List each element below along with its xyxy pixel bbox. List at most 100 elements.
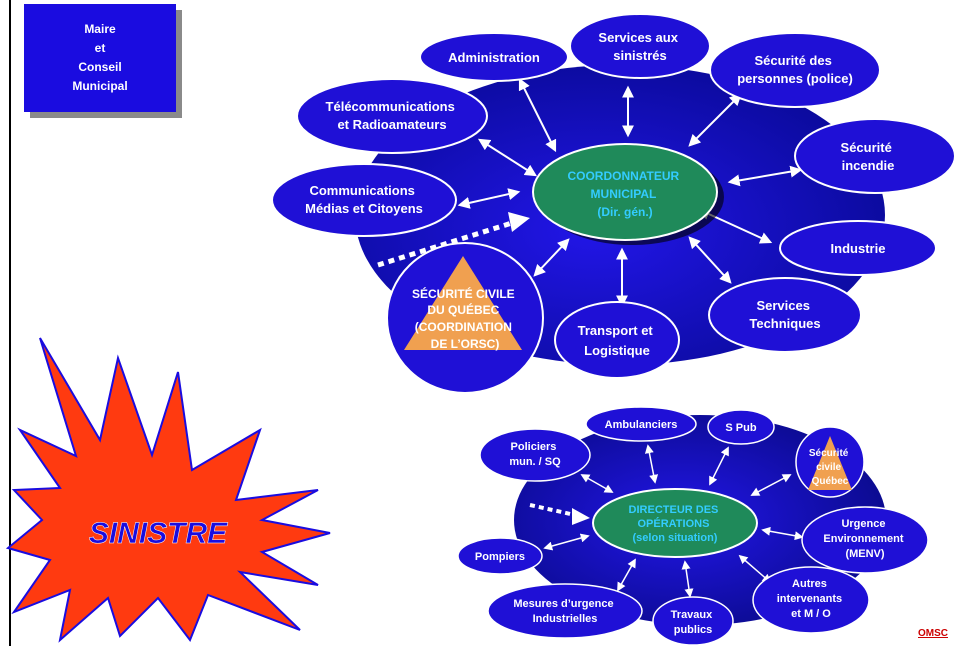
arrow-travaux <box>681 560 694 598</box>
svg-text:Autres intervenants et: Autres intervenants et M / O <box>777 578 845 620</box>
arrow-services-techniques <box>688 236 732 284</box>
services-sinistres-node <box>569 13 711 79</box>
svg-text:Policiers mun. / SQ: Policiers mun. / SQ <box>509 441 561 468</box>
coordonnateur-line3: (Dir. gén.) <box>597 205 652 219</box>
services-sinistres-line1: Services aux <box>598 30 678 45</box>
sinistre-label: SINISTRE <box>89 517 228 550</box>
securite-civile-line2: DU QUÉBEC <box>427 302 499 317</box>
spub-node <box>707 409 775 445</box>
services-techniques-line1: Services <box>756 298 810 313</box>
coordonnateur-node <box>532 143 718 241</box>
coordonnateur-line2: MUNICIPAL <box>591 187 657 201</box>
arrow-securite-incendie <box>727 165 803 187</box>
svg-text:S Pub: S Pub <box>725 422 756 434</box>
svg-text:Pompiers: Pompiers <box>475 551 525 563</box>
securite-civile-small-line3: Québec <box>812 476 849 487</box>
securite-personnes-node <box>709 32 881 108</box>
svg-text:Services aux sinistrés: Services aux sinistrés <box>598 30 681 63</box>
top-arrows <box>457 77 803 308</box>
bottom-dotted-arrow <box>529 503 576 517</box>
securite-civile-small-triangle <box>808 436 852 490</box>
travaux-line2: publics <box>674 624 713 636</box>
autres-line1: Autres <box>792 578 827 590</box>
securite-personnes-line1: Sécurité des <box>755 53 832 68</box>
autres-node <box>752 566 870 634</box>
autres-line3: et M / O <box>791 608 831 620</box>
telecom-line2: et Radioamateurs <box>337 117 446 132</box>
svg-text:Télécommunications et Radi: Télécommunications et Radioamateurs <box>326 99 459 132</box>
securite-incendie-node <box>794 118 956 194</box>
svg-text:Sécurité des personnes (po: Sécurité des personnes (police) <box>737 53 853 86</box>
omsc-link[interactable]: OMSC <box>918 628 948 639</box>
municipal-label: Municipal <box>72 79 128 93</box>
services-techniques-node <box>708 277 862 353</box>
communications-node <box>271 163 457 237</box>
svg-text:Mesures d’urgence Industri: Mesures d’urgence Industrielles <box>513 598 616 625</box>
arrow-pompiers <box>543 533 590 551</box>
travaux-line1: Travaux <box>671 609 713 621</box>
directeur-line3: (selon situation) <box>633 532 718 544</box>
top-dotted-arrowhead <box>508 212 530 232</box>
arrow-securite-civile <box>533 238 570 277</box>
ambulanciers-node <box>585 406 697 442</box>
administration-node <box>419 32 569 82</box>
arrow-autres <box>738 554 772 584</box>
mayor-council-box: Maire et Conseil Municipal <box>24 4 176 112</box>
services-sinistres-line2: sinistrés <box>613 48 666 63</box>
travaux-node <box>652 596 734 646</box>
policiers-node <box>479 428 591 482</box>
administration-label: Administration <box>448 50 540 65</box>
arrow-urgence-env <box>761 526 804 541</box>
directeur-node <box>592 488 758 558</box>
arrow-communications <box>457 188 521 209</box>
arrow-securite-civile-small <box>750 474 792 496</box>
arrow-policiers <box>580 474 614 493</box>
svg-text:Urgence Environnement: Urgence Environnement (MENV) <box>823 518 906 560</box>
urgence-env-line2: Environnement <box>823 533 903 545</box>
securite-civile-small-line2: civile <box>816 462 841 473</box>
svg-text:Sécurité incendie: Sécurité incendie <box>841 140 896 173</box>
securite-civile-line3: (COORDINATION <box>415 320 512 334</box>
arrow-administration <box>518 77 557 153</box>
mesures-line2: Industrielles <box>533 613 598 625</box>
industrie-node <box>779 220 937 276</box>
policiers-line2: mun. / SQ <box>509 456 561 468</box>
council-label: Conseil <box>78 60 122 74</box>
and-label: et <box>94 41 106 55</box>
bottom-arrows <box>543 444 804 598</box>
svg-text:Sécurité civile Québec: Sécurité civile Québec <box>809 448 851 487</box>
securite-incendie-line2: incendie <box>842 158 895 173</box>
securite-civile-triangle <box>404 256 522 350</box>
svg-text:Services Techniques: Services Techniques <box>749 298 820 331</box>
securite-incendie-line1: Sécurité <box>841 140 892 155</box>
svg-text:Travaux publics: Travaux publics <box>671 609 716 636</box>
directeur-line1: DIRECTEUR DES <box>629 504 719 516</box>
svg-text:Communications Médias et C: Communications Médias et Citoyens <box>305 183 423 216</box>
pompiers-label: Pompiers <box>475 551 525 563</box>
svg-text:COORDONNATEUR MUNICIPAL: COORDONNATEUR MUNICIPAL (Dir. gén.) <box>567 169 682 219</box>
svg-text:Administration: Administration <box>448 50 540 65</box>
arrow-telecom <box>477 138 538 177</box>
urgence-env-line3: (MENV) <box>845 548 884 560</box>
transport-line2: Logistique <box>584 343 650 358</box>
mayor-label: Maire <box>84 22 116 36</box>
mesures-line1: Mesures d’urgence <box>513 598 613 610</box>
securite-civile-small-line1: Sécurité <box>809 448 849 459</box>
arrow-ambulanciers <box>644 444 659 484</box>
policiers-line1: Policiers <box>511 441 557 453</box>
spub-label: S Pub <box>725 422 756 434</box>
communications-line1: Communications <box>309 183 414 198</box>
telecom-line1: Télécommunications <box>326 99 455 114</box>
svg-text:SINISTRE: SINISTRE <box>89 517 228 550</box>
securite-personnes-line2: personnes (police) <box>737 71 853 86</box>
arrow-securite-personnes <box>688 93 742 147</box>
coordonnateur-line1: COORDONNATEUR <box>567 169 679 183</box>
telecom-node <box>296 78 488 154</box>
urgence-env-line1: Urgence <box>841 518 885 530</box>
autres-line2: intervenants <box>777 593 842 605</box>
pompiers-node <box>457 537 543 575</box>
communications-line2: Médias et Citoyens <box>305 201 423 216</box>
urgence-env-node <box>801 506 929 574</box>
arrow-mesures <box>617 558 636 592</box>
